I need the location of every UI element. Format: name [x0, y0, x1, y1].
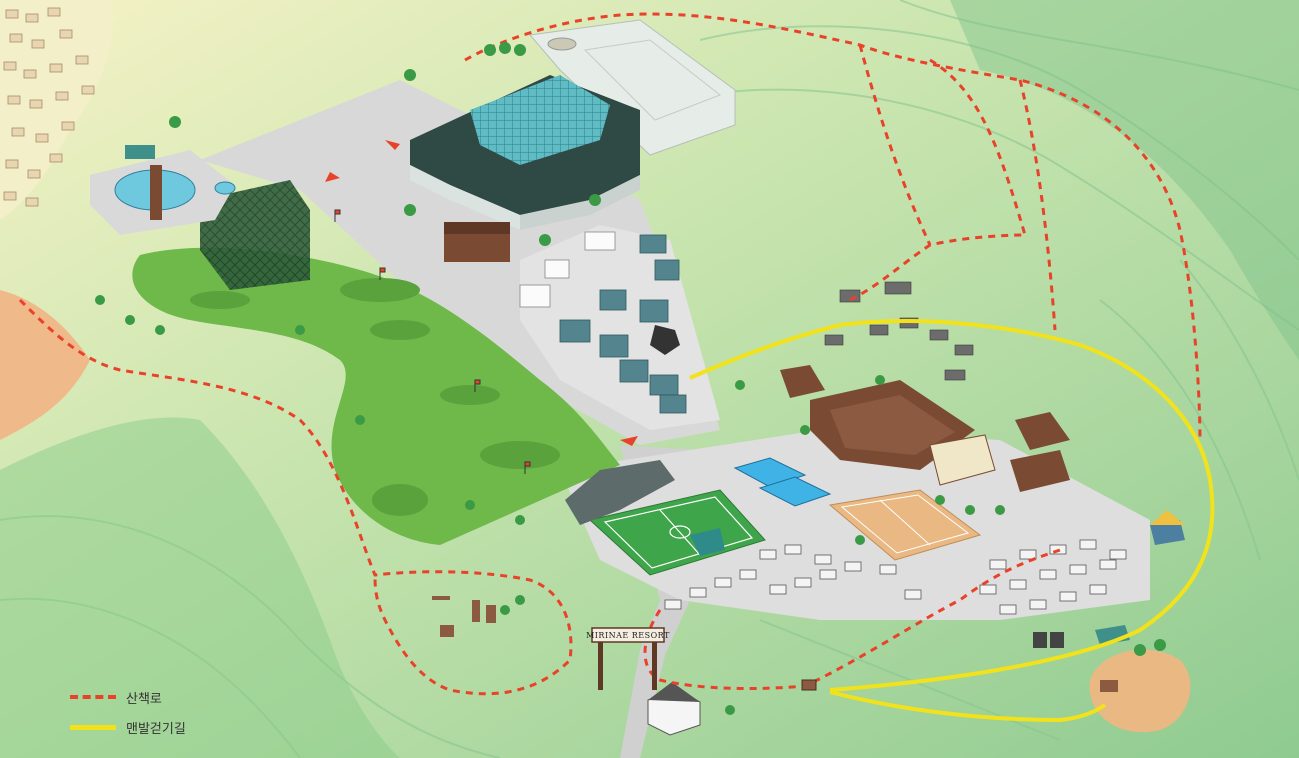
legend-walking-trail: 산책로 [70, 682, 186, 712]
golf-course [132, 247, 620, 545]
barefoot-trail [689, 319, 1215, 723]
pools [733, 457, 832, 507]
main-building [410, 75, 640, 262]
walking-trails [18, 12, 1202, 696]
sandy-slope [0, 290, 90, 440]
dashed-line-icon [70, 695, 116, 699]
entrance-house [647, 682, 701, 736]
dark-hill [950, 0, 1299, 360]
trail-gazebo [801, 679, 817, 691]
greenhouse [529, 19, 736, 156]
woods-playground [432, 596, 496, 637]
village [0, 0, 113, 220]
golf-fairways [190, 278, 560, 516]
map-legend: 산책로 맨발걷기길 [70, 682, 186, 742]
hotel-buildings [780, 365, 1185, 545]
resort-sign-text: MIRINAE RESORT [586, 631, 670, 640]
villa-complex [519, 225, 720, 430]
resort-gate: MIRINAE RESORT [586, 627, 670, 690]
direction-arrows [325, 140, 638, 446]
soccer-field [565, 460, 766, 576]
driving-range-net [200, 180, 310, 290]
rest-area [1089, 625, 1191, 733]
legend-barefoot-trail: 맨발걷기길 [70, 712, 186, 742]
trees [95, 42, 1166, 715]
golf-flags [334, 209, 531, 474]
solid-line-icon [70, 724, 116, 730]
legend-label: 맨발걷기길 [126, 721, 186, 737]
dark-hill-south [0, 417, 400, 758]
containers [1033, 632, 1064, 648]
legend-label: 산책로 [126, 691, 162, 707]
water-park [90, 145, 236, 235]
caravans [664, 539, 1127, 615]
sand-field [828, 489, 982, 561]
